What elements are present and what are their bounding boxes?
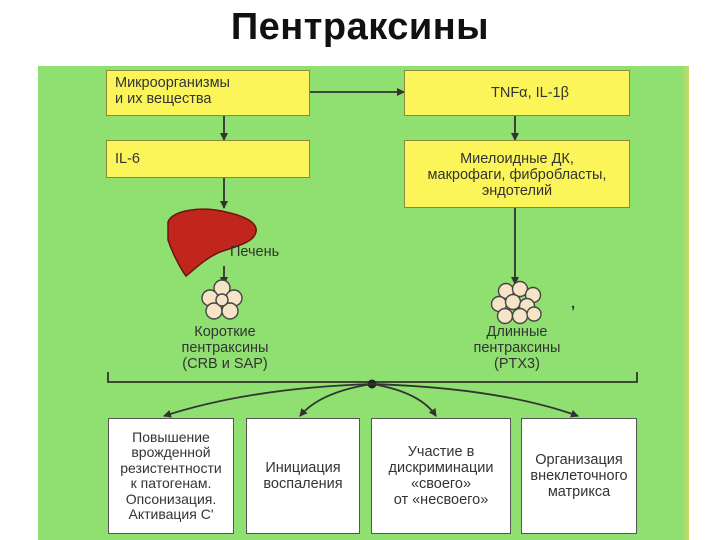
page-title: Пентраксины (230, 6, 490, 48)
arrow-to-outcome-3 (371, 383, 437, 417)
liver-icon (167, 208, 257, 278)
outcome-box-matrix: Организация внеклеточного матрикса (521, 418, 637, 534)
il6-box: IL-6 (106, 140, 310, 178)
long-pentraxins-label: Длинные пентраксины (PTX3) (473, 324, 561, 372)
long-pentraxin-icon (490, 280, 542, 325)
outcome-box-resistance: Повышение врожденной резистентности к па… (108, 418, 234, 534)
short-pentraxins-label: Короткие пентраксины (CRB и SAP) (181, 324, 269, 372)
panel-edge (681, 66, 689, 540)
arrow-to-outcome-1 (163, 383, 373, 418)
outcome-box-inflammation: Инициация воспаления (246, 418, 360, 534)
outcome-box-discrimination: Участие в дискриминации «своего» от «нес… (371, 418, 511, 534)
cells-box: Миелоидные ДК, макрофаги, фибробласты, э… (404, 140, 630, 208)
stray-mark: , (571, 296, 576, 312)
liver-label: Печень (230, 244, 280, 260)
microbes-box: Микроорганизмы и их вещества (106, 70, 310, 116)
tnf-il1-box: TNFα, IL-1β (404, 70, 630, 116)
short-pentraxin-icon (201, 279, 243, 320)
arrow-to-outcome-2 (299, 383, 373, 417)
arrow-to-outcome-4 (371, 383, 579, 418)
